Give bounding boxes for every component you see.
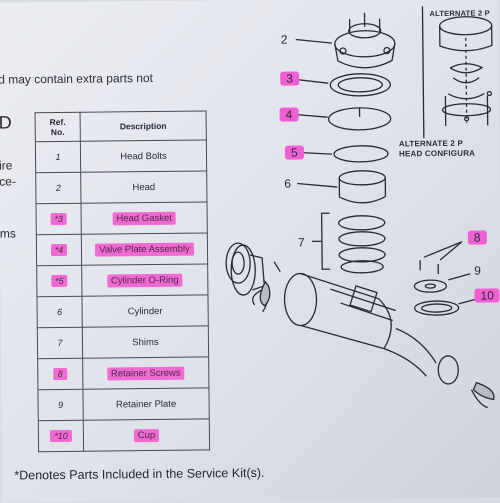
leader-6 <box>297 183 337 187</box>
motor-end-housing <box>226 243 250 283</box>
leader-5 <box>299 152 332 154</box>
callout-7: 7 <box>298 235 305 249</box>
alternate-head-inset <box>422 5 492 138</box>
callout-8: 8 <box>468 231 487 245</box>
callout-5: 5 <box>285 145 304 159</box>
leader-10 <box>459 300 475 304</box>
leader-4 <box>295 114 328 117</box>
callout-2: 2 <box>281 33 288 47</box>
head-gasket-part <box>330 74 390 97</box>
callout-10: 10 <box>474 288 500 302</box>
leader-9 <box>448 274 470 280</box>
callout-4: 4 <box>280 107 299 121</box>
retainer-plate-part <box>414 280 446 292</box>
callout-9: 9 <box>474 264 481 278</box>
shims-bracket <box>322 213 331 269</box>
head-part <box>335 12 396 68</box>
callout-number: 2 <box>281 33 288 47</box>
callout-3: 3 <box>280 71 299 85</box>
inset-title-top: ALTERNATE 2 P <box>429 8 489 18</box>
callout-6: 6 <box>284 177 291 191</box>
inset-caption-line-2: HEAD CONFIGURA <box>399 149 475 159</box>
callout-number: 4 <box>280 107 299 121</box>
callout-number: 8 <box>468 231 487 245</box>
cylinder-part <box>339 171 385 203</box>
leader-2 <box>296 39 332 43</box>
callout-number: 7 <box>298 235 305 249</box>
inset-caption-line-1: ALTERNATE 2 P <box>399 139 463 149</box>
callout-number: 6 <box>284 177 291 191</box>
callout-number: 9 <box>474 264 481 278</box>
callout-number: 5 <box>285 145 304 159</box>
callout-number: 3 <box>280 71 299 85</box>
leader-8 <box>424 242 462 257</box>
leader-3 <box>296 79 328 83</box>
cylinder-o-ring-part <box>334 146 388 163</box>
callout-number: 10 <box>474 288 500 302</box>
